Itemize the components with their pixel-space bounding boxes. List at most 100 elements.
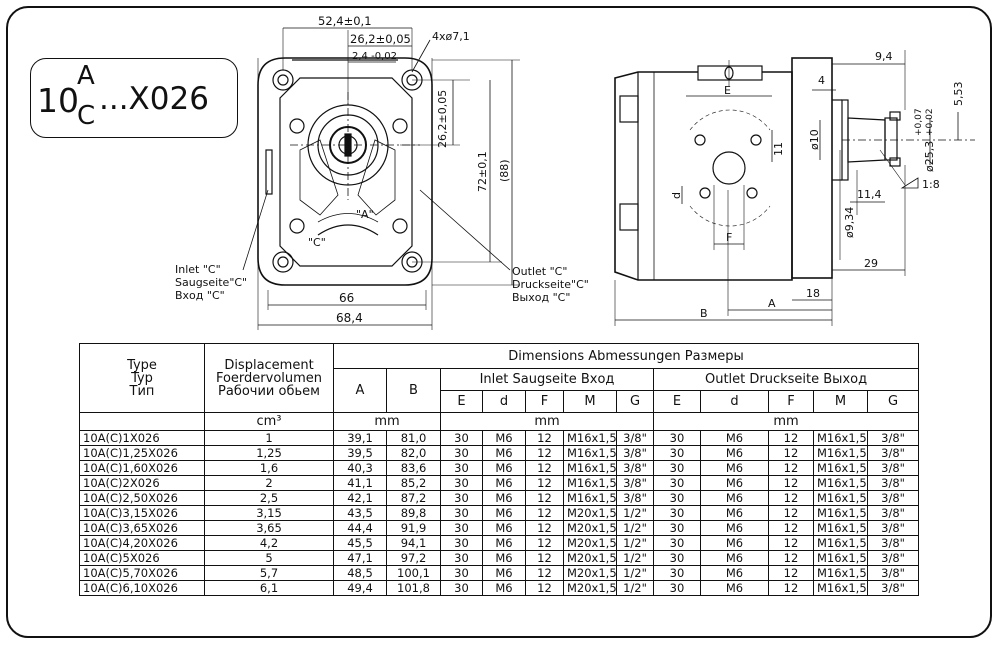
cell-inlet-d: M6 xyxy=(482,505,526,521)
cell-outlet-g: 3/8" xyxy=(866,520,920,536)
cell-b: 91,9 xyxy=(386,520,441,536)
cell-inlet-e: 30 xyxy=(440,475,483,491)
cell-inlet-f: 12 xyxy=(525,505,564,521)
cell-outlet-d: M6 xyxy=(700,505,769,521)
cell-displacement: 3,65 xyxy=(204,520,334,536)
inlet-col-e: E xyxy=(440,390,483,413)
inlet-col-m: M xyxy=(563,390,617,413)
dim-66: 66 xyxy=(339,291,354,305)
cell-inlet-m: M20x1,5 xyxy=(563,535,617,551)
cell-a: 49,4 xyxy=(333,580,387,596)
cell-inlet-g: 3/8" xyxy=(616,490,654,506)
dim-tol-lower: +0,02 xyxy=(925,108,935,136)
dim-dia-25-3: ø25,3 xyxy=(923,141,936,172)
outlet-col-g: G xyxy=(866,390,920,413)
rotation-c-label: "C" xyxy=(308,236,326,249)
outlet-label-ru: Выход "C" xyxy=(512,291,570,304)
unit-outlet: mm xyxy=(652,412,920,431)
type-header-de: Typ xyxy=(131,370,153,386)
cell-a: 44,4 xyxy=(333,520,387,536)
cell-displacement: 1,6 xyxy=(204,460,334,476)
cell-inlet-g: 3/8" xyxy=(616,430,654,446)
side-view xyxy=(614,50,975,326)
cell-inlet-g: 1/2" xyxy=(616,535,654,551)
inlet-col-f: F xyxy=(525,390,564,413)
dim-holes-4x7: 4xø7,1 xyxy=(432,30,470,43)
cell-outlet-m: M16x1,5 xyxy=(813,430,868,446)
taper-1-8: 1:8 xyxy=(922,178,940,191)
dim-5-53: 5,53 xyxy=(952,82,965,107)
outlet-col-f: F xyxy=(768,390,814,413)
cell-outlet-d: M6 xyxy=(700,490,769,506)
cell-b: 85,2 xyxy=(386,475,441,491)
cell-b: 83,6 xyxy=(386,460,441,476)
dim-half-26: 26,2±0,05 xyxy=(350,32,411,46)
cell-type: 10A(C)2X026 xyxy=(79,475,205,491)
cell-inlet-e: 30 xyxy=(440,445,483,461)
cell-type: 10A(C)4,20X026 xyxy=(79,535,205,551)
cell-inlet-g: 1/2" xyxy=(616,520,654,536)
cell-inlet-f: 12 xyxy=(525,565,564,581)
cell-outlet-e: 30 xyxy=(653,460,701,476)
dim-b: B xyxy=(700,307,708,320)
col-b-header: B xyxy=(386,368,441,413)
inlet-label-ru: Вход "C" xyxy=(175,289,225,302)
cell-outlet-f: 12 xyxy=(768,475,814,491)
cell-a: 41,1 xyxy=(333,475,387,491)
cell-outlet-d: M6 xyxy=(700,520,769,536)
cell-displacement: 5 xyxy=(204,550,334,566)
cell-inlet-d: M6 xyxy=(482,490,526,506)
cell-outlet-e: 30 xyxy=(653,475,701,491)
cell-displacement: 6,1 xyxy=(204,580,334,596)
cell-outlet-f: 12 xyxy=(768,565,814,581)
cell-outlet-m: M16x1,5 xyxy=(813,505,868,521)
outlet-col-m: M xyxy=(813,390,868,413)
cell-displacement: 3,15 xyxy=(204,505,334,521)
cell-inlet-e: 30 xyxy=(440,580,483,596)
outlet-header: Outlet Druckseite Выход xyxy=(652,368,920,391)
dim-68-4: 68,4 xyxy=(336,311,363,325)
cell-inlet-m: M20x1,5 xyxy=(563,520,617,536)
dim-dia-9-34: ø9,34 xyxy=(843,207,856,238)
cell-b: 89,8 xyxy=(386,505,441,521)
cell-outlet-f: 12 xyxy=(768,535,814,551)
outlet-label-en: Outlet "C" xyxy=(512,265,567,278)
cell-outlet-d: M6 xyxy=(700,550,769,566)
cell-b: 87,2 xyxy=(386,490,441,506)
cell-inlet-m: M20x1,5 xyxy=(563,565,617,581)
cell-inlet-g: 1/2" xyxy=(616,565,654,581)
unit-displacement: cm³ xyxy=(204,412,334,431)
cell-inlet-m: M16x1,5 xyxy=(563,490,617,506)
cell-inlet-g: 1/2" xyxy=(616,580,654,596)
outlet-col-d: d xyxy=(700,390,769,413)
cell-inlet-e: 30 xyxy=(440,430,483,446)
cell-inlet-f: 12 xyxy=(525,445,564,461)
cell-outlet-m: M16x1,5 xyxy=(813,460,868,476)
cell-b: 82,0 xyxy=(386,445,441,461)
dim-f: F xyxy=(726,231,732,244)
cell-outlet-e: 30 xyxy=(653,565,701,581)
cell-inlet-g: 3/8" xyxy=(616,475,654,491)
dim-vert-26: 26,2±0,05 xyxy=(436,90,449,148)
cell-b: 97,2 xyxy=(386,550,441,566)
front-view-labels: 52,4±0,1 26,2±0,05 2,4 -0,02 4xø7,1 26,2… xyxy=(175,14,589,325)
unit-inlet: mm xyxy=(440,412,654,431)
cell-inlet-d: M6 xyxy=(482,460,526,476)
cell-b: 94,1 xyxy=(386,535,441,551)
outlet-label-de: Druckseite"C" xyxy=(512,278,589,291)
cell-inlet-d: M6 xyxy=(482,580,526,596)
cell-displacement: 1,25 xyxy=(204,445,334,461)
dim-e: E xyxy=(724,84,731,97)
cell-outlet-e: 30 xyxy=(653,490,701,506)
cell-outlet-m: M16x1,5 xyxy=(813,565,868,581)
cell-type: 10A(C)2,50X026 xyxy=(79,490,205,506)
dimensions-header: Dimensions Abmessungen Размеры xyxy=(332,343,920,369)
cell-type: 10A(C)5,70X026 xyxy=(79,565,205,581)
cell-outlet-g: 3/8" xyxy=(866,565,920,581)
dim-vert-88: (88) xyxy=(498,159,511,182)
